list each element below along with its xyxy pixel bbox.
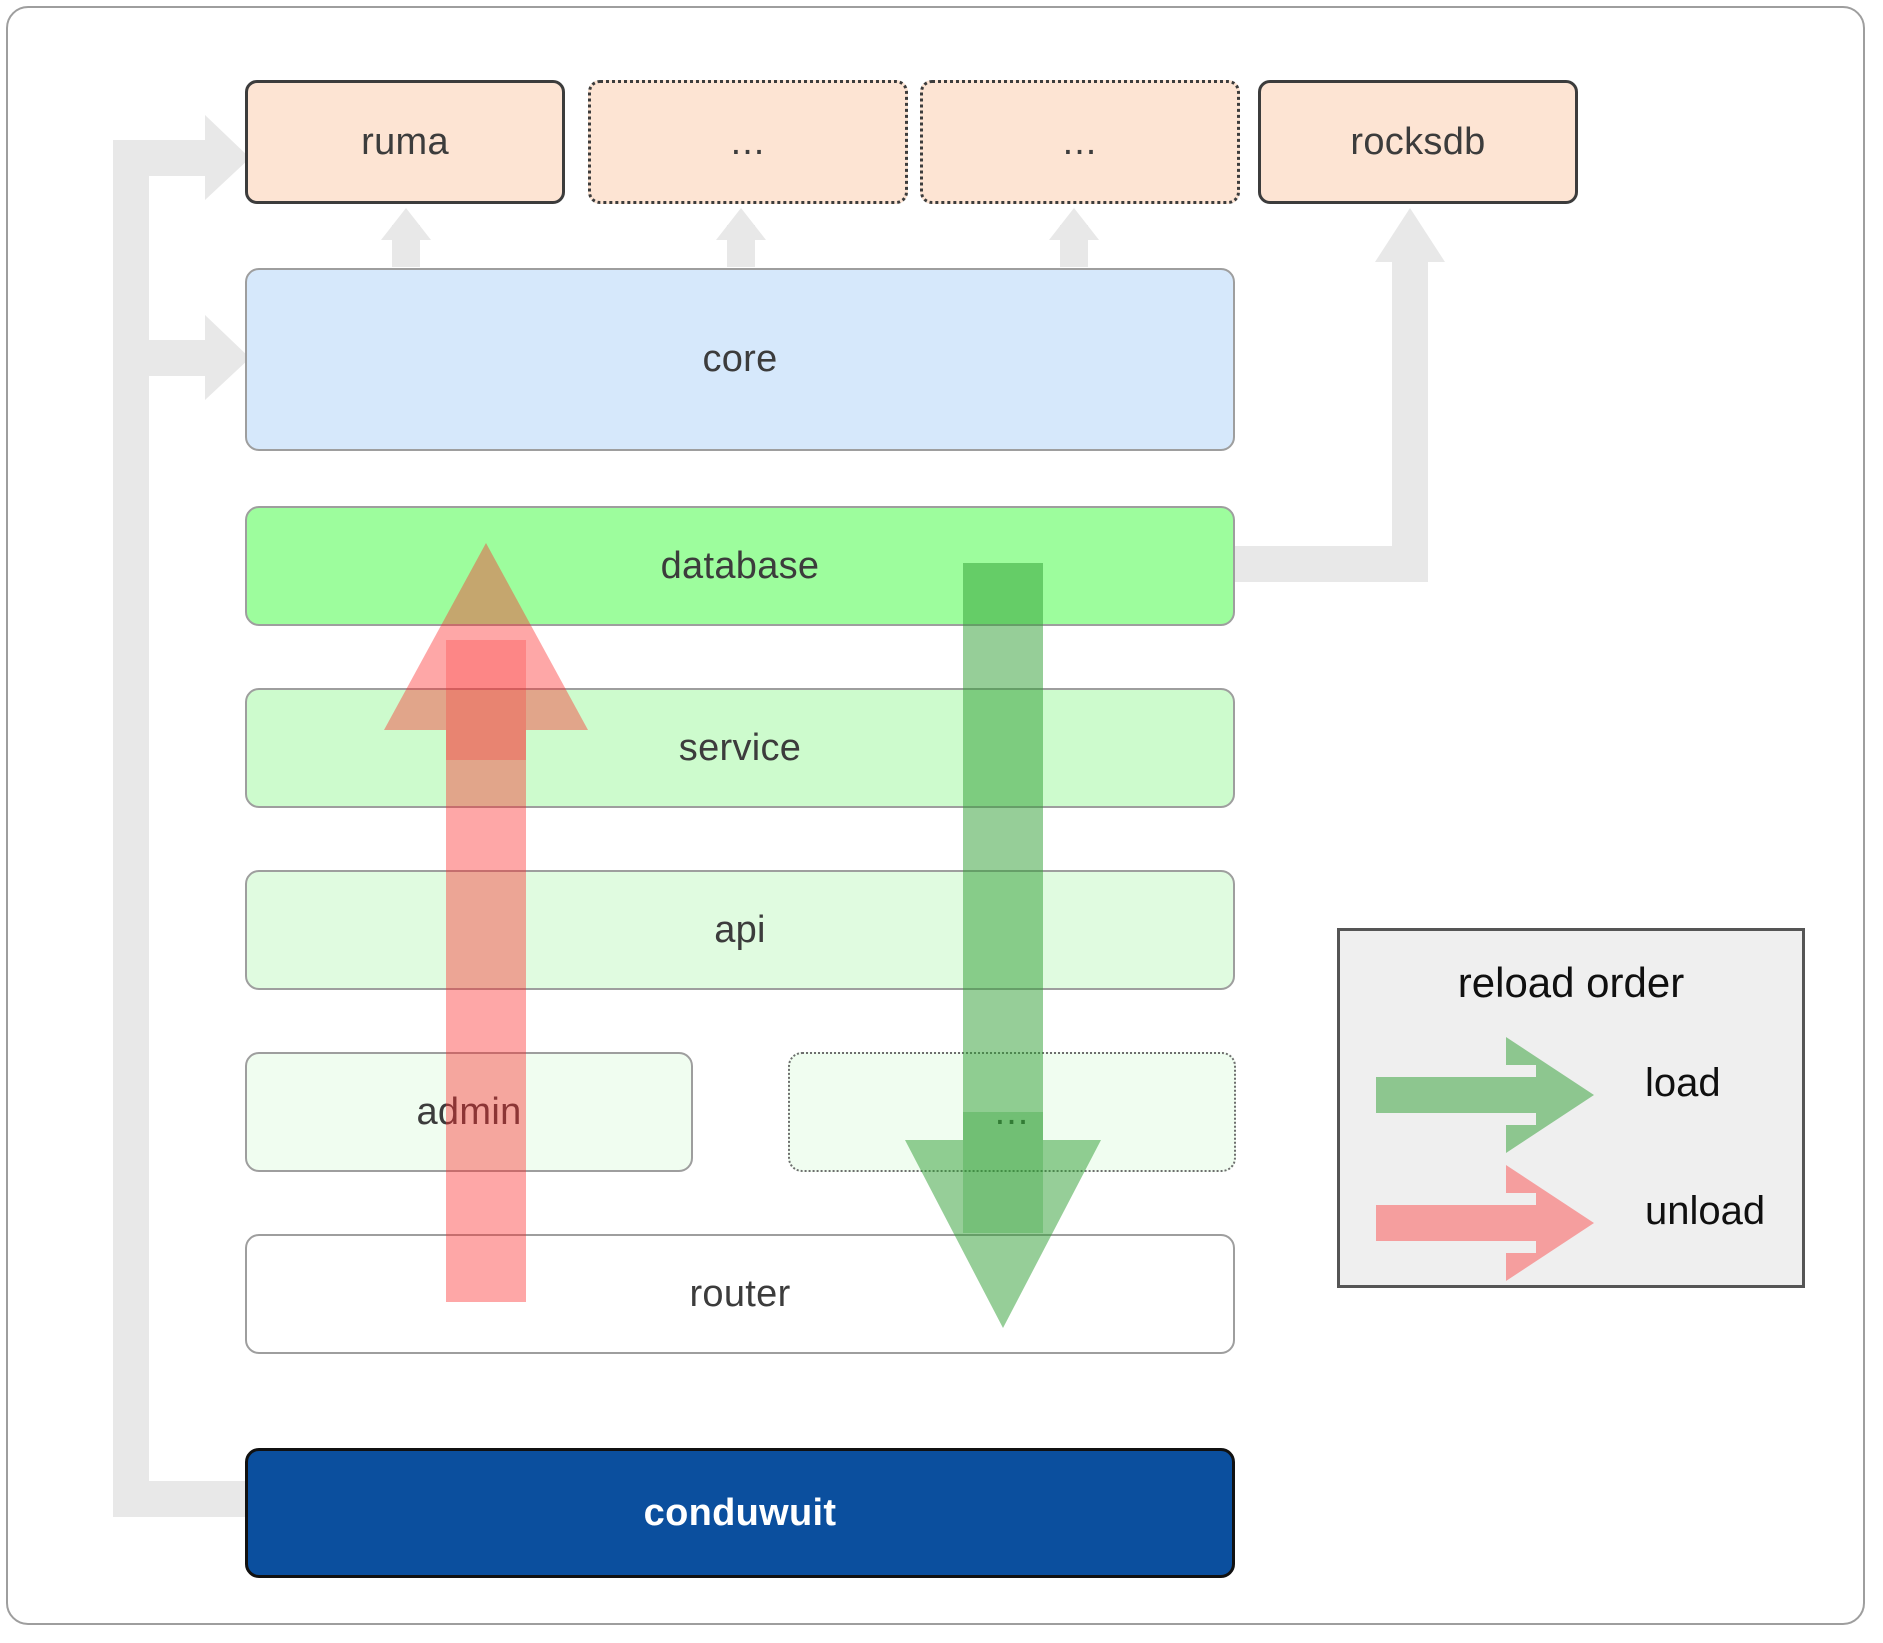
node-layer-placeholder-label: ...: [994, 1090, 1030, 1133]
node-core[interactable]: core: [245, 268, 1235, 451]
legend-label-load: load: [1645, 1061, 1721, 1105]
node-dep-placeholder-2[interactable]: ...: [920, 80, 1240, 204]
legend-title: reload order: [1457, 959, 1685, 1006]
node-conduwuit[interactable]: conduwuit: [245, 1448, 1235, 1578]
node-rocksdb-label: rocksdb: [1350, 120, 1486, 163]
node-service-label: service: [678, 726, 802, 769]
node-core-label: core: [702, 338, 778, 380]
node-admin-label: admin: [416, 1090, 522, 1133]
node-database[interactable]: database: [245, 506, 1235, 626]
node-dep-placeholder-2-label: ...: [1062, 120, 1098, 163]
node-admin[interactable]: admin: [245, 1052, 693, 1172]
node-router[interactable]: router: [245, 1234, 1235, 1354]
node-layer-placeholder[interactable]: ...: [788, 1052, 1236, 1172]
node-conduwuit-label: conduwuit: [643, 1491, 837, 1534]
diagram-frame: [6, 6, 1865, 1625]
unload-arrow-icon: [1376, 1165, 1594, 1281]
legend-row-load: load: [1340, 1037, 1802, 1153]
node-api-label: api: [714, 908, 766, 951]
node-router-label: router: [689, 1272, 791, 1315]
legend-reload-order: reload order load unload: [1337, 928, 1805, 1288]
node-rocksdb[interactable]: rocksdb: [1258, 80, 1578, 204]
legend-label-unload: unload: [1645, 1189, 1766, 1233]
node-database-label: database: [660, 544, 820, 587]
node-api[interactable]: api: [245, 870, 1235, 990]
node-dep-placeholder-1-label: ...: [730, 120, 766, 163]
legend-row-unload: unload: [1340, 1165, 1802, 1281]
node-service[interactable]: service: [245, 688, 1235, 808]
node-ruma-label: ruma: [361, 120, 449, 163]
node-dep-placeholder-1[interactable]: ...: [588, 80, 908, 204]
load-arrow-icon: [1376, 1037, 1594, 1153]
node-ruma[interactable]: ruma: [245, 80, 565, 204]
